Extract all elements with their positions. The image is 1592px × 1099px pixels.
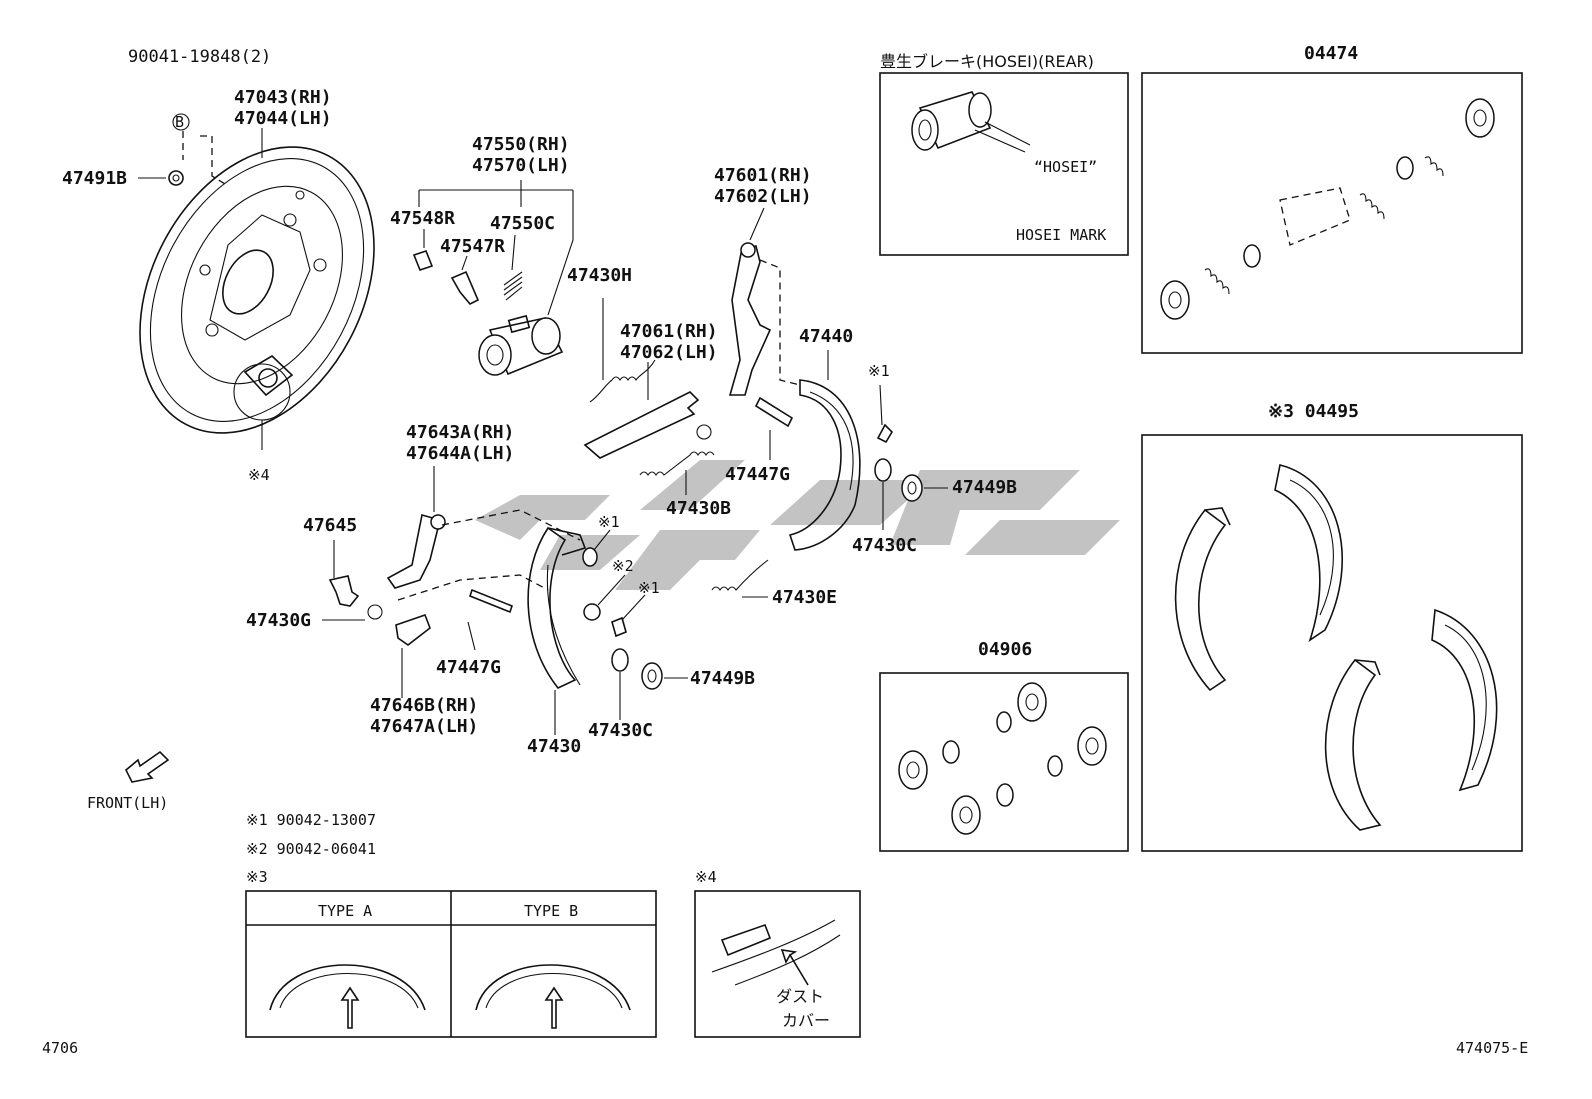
label-47043: 47043(RH) bbox=[234, 87, 332, 108]
label-47601: 47601(RH) bbox=[714, 165, 812, 186]
label-47643a: 47643A(RH) bbox=[406, 422, 514, 443]
backing-plate bbox=[139, 146, 375, 434]
label-47449b-top: 47449B bbox=[952, 477, 1017, 498]
marker-b: B bbox=[175, 113, 184, 131]
hosei-box bbox=[879, 72, 1129, 256]
marker-b-circle bbox=[172, 113, 190, 131]
hosei-mark: HOSEI MARK bbox=[1016, 226, 1106, 244]
note-4-circle: ※4 bbox=[248, 466, 270, 484]
kit-04906-box bbox=[879, 672, 1129, 852]
label-47647a: 47647A(LH) bbox=[370, 716, 478, 737]
parking-lever bbox=[728, 242, 772, 396]
label-47062: 47062(LH) bbox=[620, 342, 718, 363]
label-47491b: 47491B bbox=[62, 168, 127, 189]
label-47061: 47061(RH) bbox=[620, 321, 718, 342]
front-arrow-icon bbox=[125, 750, 170, 783]
front-label: FRONT(LH) bbox=[87, 794, 168, 812]
type-b-label: TYPE B bbox=[524, 902, 578, 920]
adjuster-shoe-47430 bbox=[328, 513, 663, 690]
kit-04495-label: ※3 04495 bbox=[1268, 401, 1359, 422]
arrow-up-icon bbox=[340, 986, 360, 1029]
dust-cover-line1: ダスト bbox=[776, 987, 824, 1006]
footer-left: 4706 bbox=[42, 1039, 78, 1057]
label-47645: 47645 bbox=[303, 515, 357, 536]
wheel-cylinder bbox=[412, 250, 564, 376]
note-2-def: ※2 90042-06041 bbox=[246, 840, 376, 858]
arrow-up-icon bbox=[544, 986, 564, 1029]
note-4-def: ※4 bbox=[695, 868, 717, 886]
label-47430g: 47430G bbox=[246, 610, 311, 631]
label-47548r: 47548R bbox=[390, 208, 455, 229]
hosei-title: 豊生ブレーキ(HOSEI)(REAR) bbox=[880, 52, 1094, 71]
brake-shoe-47440 bbox=[711, 379, 923, 591]
kit-04474-label: 04474 bbox=[1304, 43, 1358, 64]
hosei-quote: “HOSEI” bbox=[1034, 158, 1097, 176]
note-1-b: ※1 bbox=[638, 579, 660, 597]
label-47447g-top: 47447G bbox=[725, 464, 790, 485]
type-table bbox=[245, 890, 657, 1038]
note-1-a: ※1 bbox=[598, 513, 620, 531]
watermark-logo bbox=[475, 460, 1120, 590]
kit-04474-parts bbox=[1160, 98, 1495, 320]
label-47644a: 47644A(LH) bbox=[406, 443, 514, 464]
label-47430c-bot: 47430C bbox=[588, 720, 653, 741]
label-47550c: 47550C bbox=[490, 213, 555, 234]
label-47430b: 47430B bbox=[666, 498, 731, 519]
arrow-icon bbox=[780, 949, 809, 986]
label-47430h: 47430H bbox=[567, 265, 632, 286]
label-47449b-bot: 47449B bbox=[690, 668, 755, 689]
kit-04906-parts bbox=[898, 682, 1107, 835]
type-a-label: TYPE A bbox=[318, 902, 372, 920]
note-2: ※2 bbox=[612, 557, 634, 575]
note-1-def: ※1 90042-13007 bbox=[246, 811, 376, 829]
note4-box bbox=[694, 890, 861, 1038]
label-47447g-bot: 47447G bbox=[436, 657, 501, 678]
label-47430: 47430 bbox=[527, 736, 581, 757]
label-47440: 47440 bbox=[799, 326, 853, 347]
hosei-cylinder bbox=[911, 91, 1031, 153]
label-47570: 47570(LH) bbox=[472, 155, 570, 176]
kit-04495-shoes bbox=[1174, 464, 1498, 831]
note-1-top: ※1 bbox=[868, 362, 890, 380]
label-47602: 47602(LH) bbox=[714, 186, 812, 207]
label-47430e: 47430E bbox=[772, 587, 837, 608]
kit-04474-box bbox=[1141, 72, 1523, 354]
kit-04906-label: 04906 bbox=[978, 639, 1032, 660]
label-90041-19848: 90041-19848(2) bbox=[128, 47, 271, 67]
footer-right: 474075-E bbox=[1456, 1039, 1528, 1057]
kit-04495-box bbox=[1141, 434, 1523, 852]
label-47430c-top: 47430C bbox=[852, 535, 917, 556]
note-3-def: ※3 bbox=[246, 868, 268, 886]
label-47044: 47044(LH) bbox=[234, 108, 332, 129]
label-47547r: 47547R bbox=[440, 236, 505, 257]
label-47550: 47550(RH) bbox=[472, 134, 570, 155]
springs-strut bbox=[583, 359, 715, 476]
label-47646b: 47646B(RH) bbox=[370, 695, 478, 716]
dust-cover-line2: カバー bbox=[782, 1011, 830, 1030]
